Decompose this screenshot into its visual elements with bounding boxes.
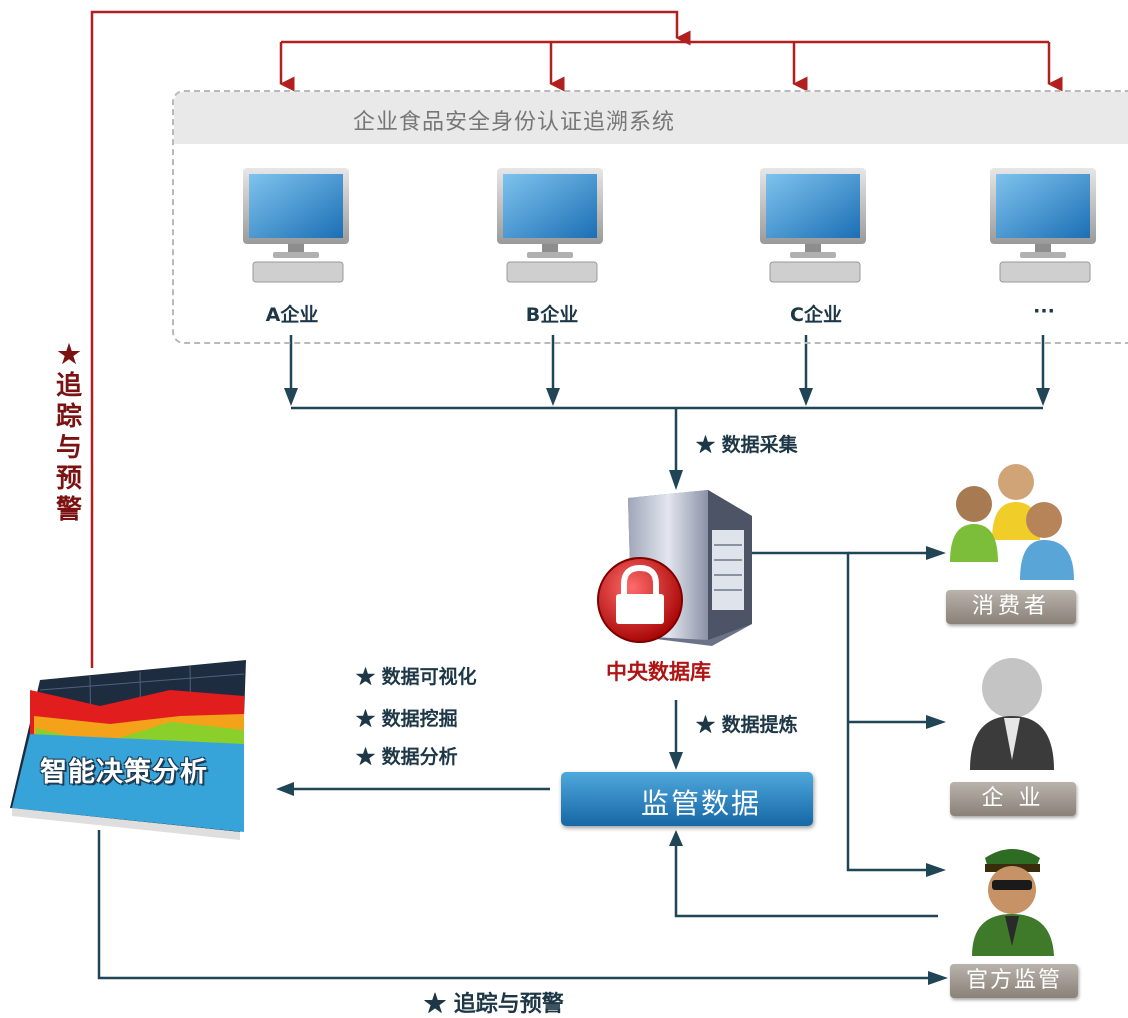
- computer-icon-a: [243, 168, 349, 283]
- company-label-a: A企业: [265, 304, 319, 326]
- system-title: 企业食品安全身份认证追溯系统: [352, 110, 675, 135]
- data-collection-label: ★ 数据采集: [696, 434, 798, 456]
- star-icon: ★: [356, 666, 376, 688]
- system-header-bar: [174, 92, 1128, 144]
- supervision-data-label: 监管数据: [641, 787, 762, 820]
- star-icon: ★: [424, 991, 447, 1017]
- star-icon: ★: [696, 714, 716, 736]
- trace-warning-vertical-text: 追踪与预警: [55, 371, 82, 525]
- role-enterprise: 企 业: [950, 782, 1076, 816]
- data-refine-label: ★ 数据提炼: [696, 714, 798, 736]
- role-official: 官方监管: [950, 964, 1078, 998]
- trace-warning-vertical-line: [90, 10, 691, 668]
- trace-warning-lines: [90, 10, 1063, 668]
- star-icon: ★: [57, 340, 81, 370]
- analysis-chart-icon: [10, 660, 246, 840]
- decision-analysis-label: 智能决策分析: [40, 757, 208, 788]
- company-label-c: C企业: [790, 304, 842, 326]
- company-collection-lines: [97, 335, 1045, 980]
- businessman-icon: [970, 658, 1054, 770]
- company-label-b: B企业: [525, 304, 579, 326]
- trace-warning-bottom-label: ★ 追踪与预警: [424, 991, 564, 1017]
- arrowheads: [276, 388, 1050, 985]
- star-icon: ★: [356, 708, 376, 730]
- analysis-step-visualization: ★ 数据可视化: [356, 666, 477, 688]
- computer-icon-more: [990, 168, 1096, 283]
- lock-icon: [597, 557, 683, 643]
- supervision-data-box: 监管数据: [561, 772, 813, 826]
- company-label-more: ···: [1033, 300, 1055, 322]
- trace-warning-vertical-label: ★ 追踪与预警: [52, 340, 86, 526]
- computer-icon-b: [497, 168, 603, 283]
- star-icon: ★: [356, 746, 376, 768]
- computer-icon-c: [760, 168, 866, 283]
- consumers-icon: [950, 464, 1074, 580]
- analysis-step-mining: ★ 数据挖掘: [356, 708, 458, 730]
- role-consumer: 消费者: [946, 590, 1076, 624]
- officer-icon: [972, 849, 1054, 956]
- central-database-label: 中央数据库: [606, 659, 711, 684]
- star-icon: ★: [696, 434, 716, 456]
- analysis-step-analysis: ★ 数据分析: [356, 746, 458, 768]
- traceability-system-box: [172, 90, 1128, 344]
